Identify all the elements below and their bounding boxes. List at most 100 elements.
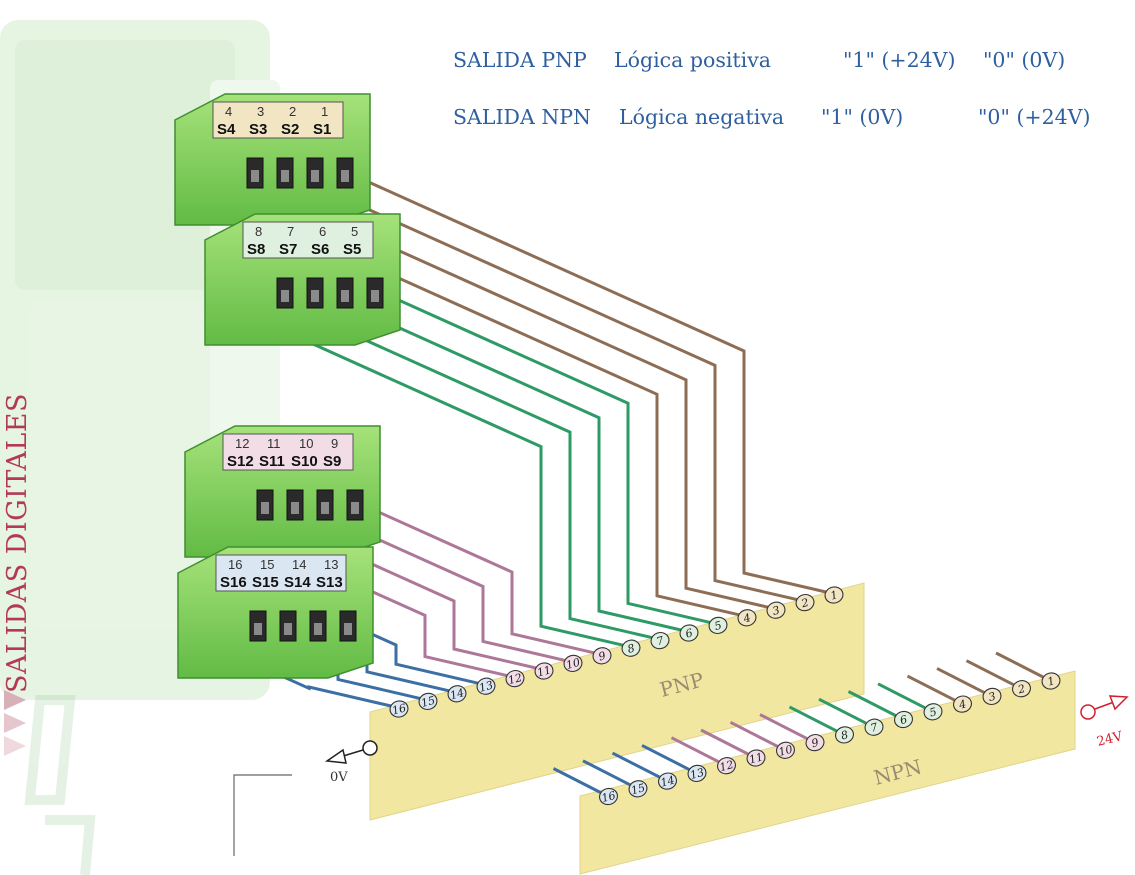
pnp-terminal-15: 15 — [418, 692, 438, 711]
pin-label: S9 — [323, 453, 341, 470]
npn-wire — [641, 744, 690, 771]
pin-number: 11 — [267, 436, 281, 451]
pin-number: 5 — [351, 224, 358, 239]
zero-volt-label: 0V — [330, 770, 348, 785]
svg-text:9: 9 — [810, 736, 820, 750]
svg-text:6: 6 — [899, 713, 909, 727]
npn-terminal-6: 6 — [894, 710, 913, 729]
npn-wire — [700, 728, 749, 756]
pnp-wire — [382, 291, 711, 624]
zero-volt-terminal: 0V — [324, 740, 378, 785]
npn-wire — [582, 759, 631, 787]
svg-text:15: 15 — [420, 694, 437, 710]
pnp-wire — [292, 201, 769, 609]
legend-pnp-one: "1" (+24V) — [843, 48, 956, 72]
side-arrows — [4, 690, 26, 756]
svg-text:14: 14 — [449, 686, 466, 702]
svg-text:13: 13 — [478, 679, 495, 695]
pin-number: 9 — [331, 436, 338, 451]
svg-text:10: 10 — [777, 743, 794, 759]
pin-number: 4 — [225, 104, 232, 119]
svg-text:14: 14 — [659, 773, 676, 789]
legend-pnp-zero: "0" (0V) — [983, 48, 1066, 72]
legend-pnp-name: SALIDA PNP — [453, 48, 587, 72]
npn-terminal-11: 11 — [746, 749, 766, 767]
pnp-wire — [355, 625, 479, 685]
pin-label: S2 — [281, 121, 299, 138]
npn-wire — [759, 713, 808, 740]
pin-number: 2 — [289, 104, 296, 119]
npn-wire — [877, 682, 926, 710]
svg-text:3: 3 — [771, 603, 781, 617]
pnp-wire — [292, 333, 624, 647]
npn-terminal-4: 4 — [953, 695, 972, 713]
npn-terminal-1: 1 — [1041, 672, 1061, 690]
24-volt-terminal: 24V — [1080, 695, 1129, 750]
pnp-terminal-12: 12 — [505, 669, 525, 688]
side-title: SALIDAS DIGITALES — [2, 392, 33, 694]
svg-text:1: 1 — [1046, 674, 1056, 688]
npn-wire — [847, 690, 897, 717]
npn-terminal-8: 8 — [835, 726, 854, 744]
npn-wire — [995, 651, 1044, 679]
pnp-wire — [352, 173, 827, 594]
pnp-wire — [302, 531, 537, 670]
npn-terminal-15: 15 — [628, 780, 648, 798]
pin-label: S12 — [227, 453, 254, 470]
npn-wire — [906, 674, 956, 702]
legend-npn-zero: "0" (+24V) — [978, 105, 1091, 129]
npn-wire — [670, 736, 720, 764]
svg-text:11: 11 — [536, 663, 553, 679]
npn-wire — [818, 697, 867, 725]
svg-text:6: 6 — [684, 626, 694, 640]
pnp-terminal-16: 16 — [389, 700, 409, 718]
npn-wire — [936, 667, 985, 694]
pnp-terminal-13: 13 — [476, 677, 496, 695]
npn-terminal-5: 5 — [923, 703, 943, 721]
pin-label: S1 — [313, 121, 331, 138]
pnp-terminal-6: 6 — [679, 624, 699, 642]
svg-text:4: 4 — [957, 697, 968, 712]
svg-text:7: 7 — [869, 720, 879, 734]
npn-terminal-16: 16 — [599, 787, 618, 806]
pnp-terminal-3: 3 — [766, 601, 786, 619]
pin-number: 16 — [228, 557, 242, 572]
pnp-terminal-4: 4 — [737, 609, 757, 627]
svg-text:11: 11 — [748, 750, 765, 766]
pin-label: S15 — [252, 574, 279, 591]
svg-text:1: 1 — [829, 588, 839, 602]
pnp-bar — [369, 582, 865, 821]
pin-number: 8 — [255, 224, 262, 239]
svg-text:16: 16 — [600, 789, 617, 805]
pnp-wire — [332, 517, 566, 662]
watermark-shape — [24, 695, 96, 875]
pnp-terminal-10: 10 — [563, 654, 583, 673]
corner-bracket — [233, 774, 292, 856]
svg-text:7: 7 — [655, 634, 665, 648]
pnp-terminal-11: 11 — [534, 662, 554, 680]
svg-text:16: 16 — [391, 701, 408, 717]
npn-terminal-10: 10 — [776, 741, 795, 759]
pnp-terminal-8: 8 — [621, 639, 641, 657]
svg-text:10: 10 — [565, 656, 582, 672]
pin-label: S11 — [259, 453, 285, 470]
pin-label: S10 — [291, 453, 318, 470]
npn-terminal-3: 3 — [982, 687, 1002, 706]
svg-text:2: 2 — [799, 596, 810, 611]
npn-wire — [965, 659, 1015, 687]
pnp-terminal-7: 7 — [650, 631, 670, 650]
svg-text:8: 8 — [840, 728, 850, 742]
legend-npn-one: "1" (0V) — [821, 105, 904, 129]
npn-terminal-9: 9 — [805, 733, 825, 752]
pnp-terminal-5: 5 — [708, 616, 728, 635]
npn-terminal-12: 12 — [717, 757, 736, 775]
pnp-terminal-2: 2 — [795, 593, 815, 612]
svg-text:13: 13 — [689, 766, 706, 782]
pin-number: 14 — [292, 557, 306, 572]
pin-label: S8 — [247, 241, 265, 258]
pnp-wire — [352, 305, 682, 632]
svg-text:9: 9 — [597, 649, 607, 663]
